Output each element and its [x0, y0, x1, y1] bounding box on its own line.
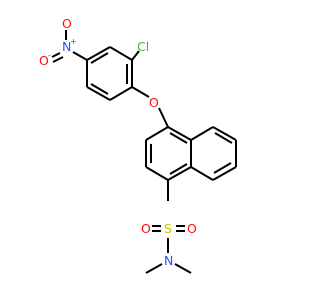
bond	[52, 56, 64, 63]
bond	[86, 46, 111, 61]
bonds	[51, 30, 237, 274]
bond	[167, 126, 192, 141]
chlorine-label: Cl	[137, 39, 149, 54]
nitro-minus-charge: -	[48, 51, 51, 60]
bond	[145, 263, 163, 274]
bond	[131, 50, 140, 61]
nitro-plus-charge: +	[70, 37, 77, 46]
bond	[86, 86, 111, 101]
bond	[109, 86, 133, 101]
bond	[190, 126, 214, 141]
bond	[145, 126, 169, 141]
molecule-drawing: Cl O S O O N N + O O -	[39, 16, 237, 274]
ether-oxygen-label: O	[149, 95, 159, 110]
bond	[214, 132, 233, 144]
nitro-oxygen-left-label: O	[39, 53, 49, 68]
bond	[90, 83, 109, 95]
bond	[212, 126, 237, 141]
nitro-oxygen-top-label: O	[62, 16, 72, 31]
bond	[190, 166, 214, 181]
bond	[51, 52, 61, 58]
bond	[109, 46, 133, 61]
bond	[212, 166, 237, 181]
nitro-nitrogen-label: N	[62, 39, 71, 54]
bond	[158, 107, 169, 128]
bond	[167, 166, 192, 181]
bond	[169, 132, 188, 144]
bond	[145, 166, 169, 181]
atom-labels: Cl O S O O N N + O O -	[39, 16, 197, 268]
bond	[213, 162, 232, 174]
sulfonyl-oxygen-right-label: O	[187, 221, 197, 236]
bond	[131, 86, 150, 98]
structure-canvas: Cl O S O O N N + O O -	[39, 16, 237, 274]
bond	[169, 163, 188, 175]
bond	[90, 52, 109, 64]
bond	[174, 263, 192, 274]
amide-nitrogen-label: N	[164, 253, 173, 268]
sulfonyl-oxygen-left-label: O	[141, 221, 151, 236]
bond	[72, 51, 88, 61]
sulfur-label: S	[164, 221, 172, 236]
